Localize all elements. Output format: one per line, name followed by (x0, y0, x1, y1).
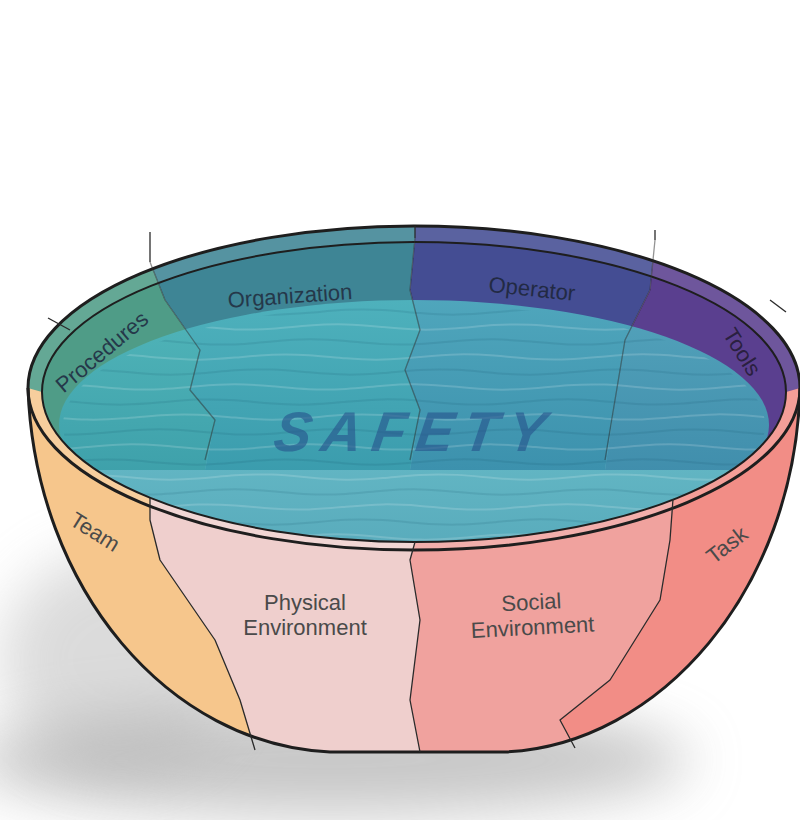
safety-label: SAFETY (200, 400, 629, 464)
bowl-segment: Task (560, 388, 800, 753)
segment-label: Social Environment (451, 586, 613, 645)
segment-label: Physical Environment (225, 590, 385, 641)
segment-shape (560, 388, 800, 753)
